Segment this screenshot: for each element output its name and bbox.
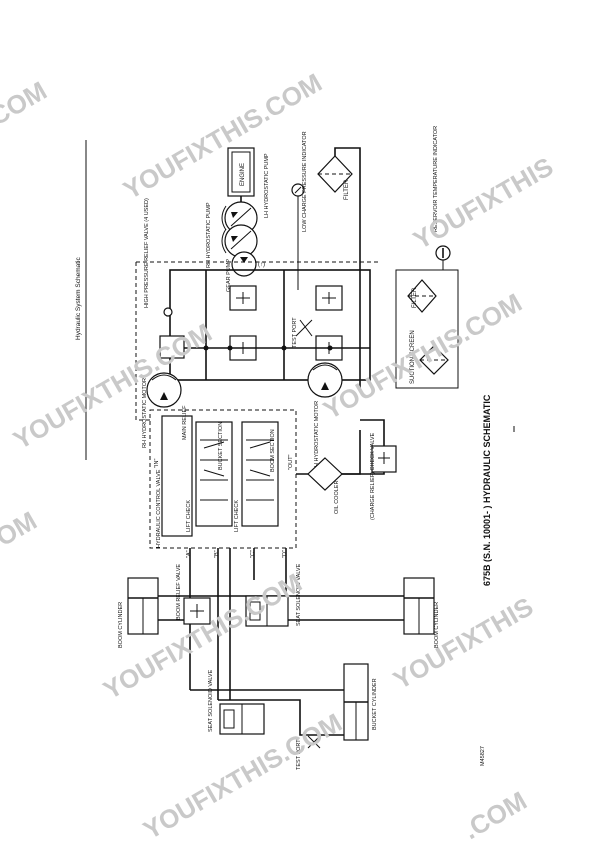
seat-solenoid-mid-label: SEAT SOLENOID VALVE	[296, 563, 302, 626]
charge-relief-label: (CHARGE RELIEF) CHECK VALVE	[370, 432, 376, 520]
hydrostatic-loop	[169, 269, 371, 381]
boom-cylinder-right-label: BOOM CYLINDER	[434, 602, 440, 648]
test-port-top-label: TEST PORT	[292, 317, 298, 348]
watermark-6: .COM	[0, 505, 42, 565]
test-port-top-symbol	[295, 319, 313, 337]
bucket-section-label: BUCKET SECTION	[218, 422, 224, 470]
port-b-label: "B"	[214, 550, 220, 558]
filter-top-label: FILTER	[344, 179, 350, 200]
oil-cooler-label: OIL COOLER	[334, 481, 340, 514]
boom-cylinder-left-label: BOOM CYLINDER	[118, 602, 124, 648]
boom-relief-label: BOOM RELIEF VALVE	[176, 564, 182, 620]
line-bucket-b	[218, 699, 344, 736]
seat-solenoid-left-label: SEAT SOLENOID VALVE	[208, 669, 214, 732]
suction-screen-label: SUCTION SCREEN	[410, 330, 416, 384]
in-port-label: "IN"	[154, 459, 160, 468]
figure-caption: 675B (S.N. 10001- ) HYDRAULIC SCHEMATIC	[482, 394, 492, 586]
test-port-bottom-label: TEST PORT	[296, 739, 302, 770]
gear-pump-symbol	[231, 251, 257, 277]
main-relief-label: MAIN RELIEF	[182, 405, 188, 440]
port-c-label: "C"	[250, 550, 256, 558]
lh-hydrostatic-motor	[307, 362, 343, 398]
boom-spool	[241, 421, 279, 527]
lift-check-2-label: LIFT CHECK	[234, 500, 240, 532]
engine-inner	[231, 151, 251, 193]
port-a-label: "A"	[186, 550, 192, 558]
case-drain-line	[135, 262, 150, 421]
watermark-layer: .COM YOUFIXTHIS.COM YOUFIXTHIS YOUFIXTHI…	[0, 67, 558, 845]
filter-mid-label: FILTER	[412, 287, 418, 308]
rh-motor-label: RH HYDROSTATIC MOTOR	[142, 378, 148, 448]
high-pressure-relief-label: HIGH PRESSURE RELIEF VALVE (4 USED)	[144, 198, 150, 308]
out-port-label: "OUT"	[288, 454, 294, 470]
figure-id: M45827	[480, 746, 486, 766]
reservoir-temp-label: RESERVOIR TEMPERATURE INDICATOR	[433, 126, 439, 232]
engine-label: ENGINE	[240, 163, 246, 186]
charge-check-valve	[159, 335, 185, 359]
main-relief-section	[161, 415, 193, 537]
reservoir-box	[395, 269, 459, 389]
section-title: Hydraulic System Schematic	[75, 257, 82, 340]
oil-cooler	[307, 457, 343, 491]
watermark-1: .COM	[0, 75, 52, 135]
bucket-cylinder-label: BUCKET CYLINDER	[372, 678, 378, 730]
svg-text:(↑): (↑)	[258, 262, 265, 268]
port-d-label: "D"	[282, 550, 288, 558]
control-valve-outline	[149, 409, 297, 549]
line-filter-top-return	[334, 147, 361, 390]
watermark-3: YOUFIXTHIS	[408, 151, 558, 255]
rh-hydrostatic-motor	[146, 372, 182, 408]
bucket-spool	[195, 421, 233, 527]
rh-pump-label: RH HYDROSTATIC PUMP	[206, 202, 212, 268]
low-charge-indicator-label: LOW CHARGE PRESSURE INDICATOR	[302, 131, 308, 232]
watermark-10: .COM	[458, 785, 532, 845]
lift-check-1-label: LIFT CHECK	[186, 500, 192, 532]
control-valve-label: HYDRAULIC CONTROL VALVE	[156, 469, 162, 548]
boom-section-label: BOOM SECTION	[270, 429, 276, 472]
lh-motor-label: LH HYDROSTATIC MOTOR	[314, 401, 320, 470]
gear-pump-label: GEAR PUMP	[226, 259, 232, 292]
lh-pump-label: LH HYDROSTATIC PUMP	[264, 153, 270, 218]
